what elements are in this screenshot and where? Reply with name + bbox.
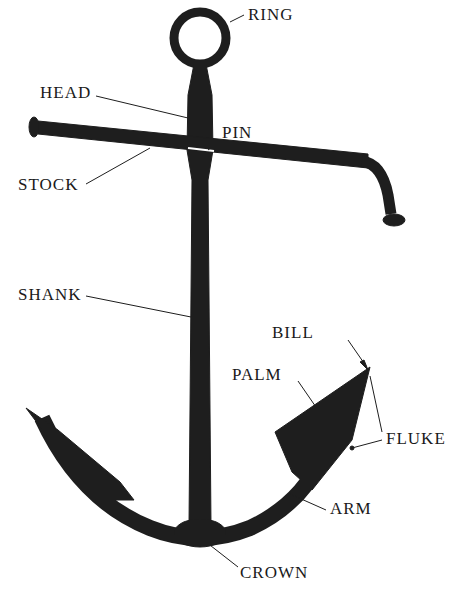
part-label: ARM (330, 500, 372, 517)
part-label: HEAD (40, 84, 91, 101)
part-label: FLUKE (386, 430, 446, 447)
part-label: BILL (272, 324, 314, 341)
part-label: PIN (222, 124, 252, 141)
part-label: PALM (232, 366, 282, 383)
part-label: SHANK (18, 286, 82, 303)
part-label: RING (248, 6, 294, 23)
part-label: STOCK (18, 176, 78, 193)
part-label: CROWN (240, 564, 308, 581)
